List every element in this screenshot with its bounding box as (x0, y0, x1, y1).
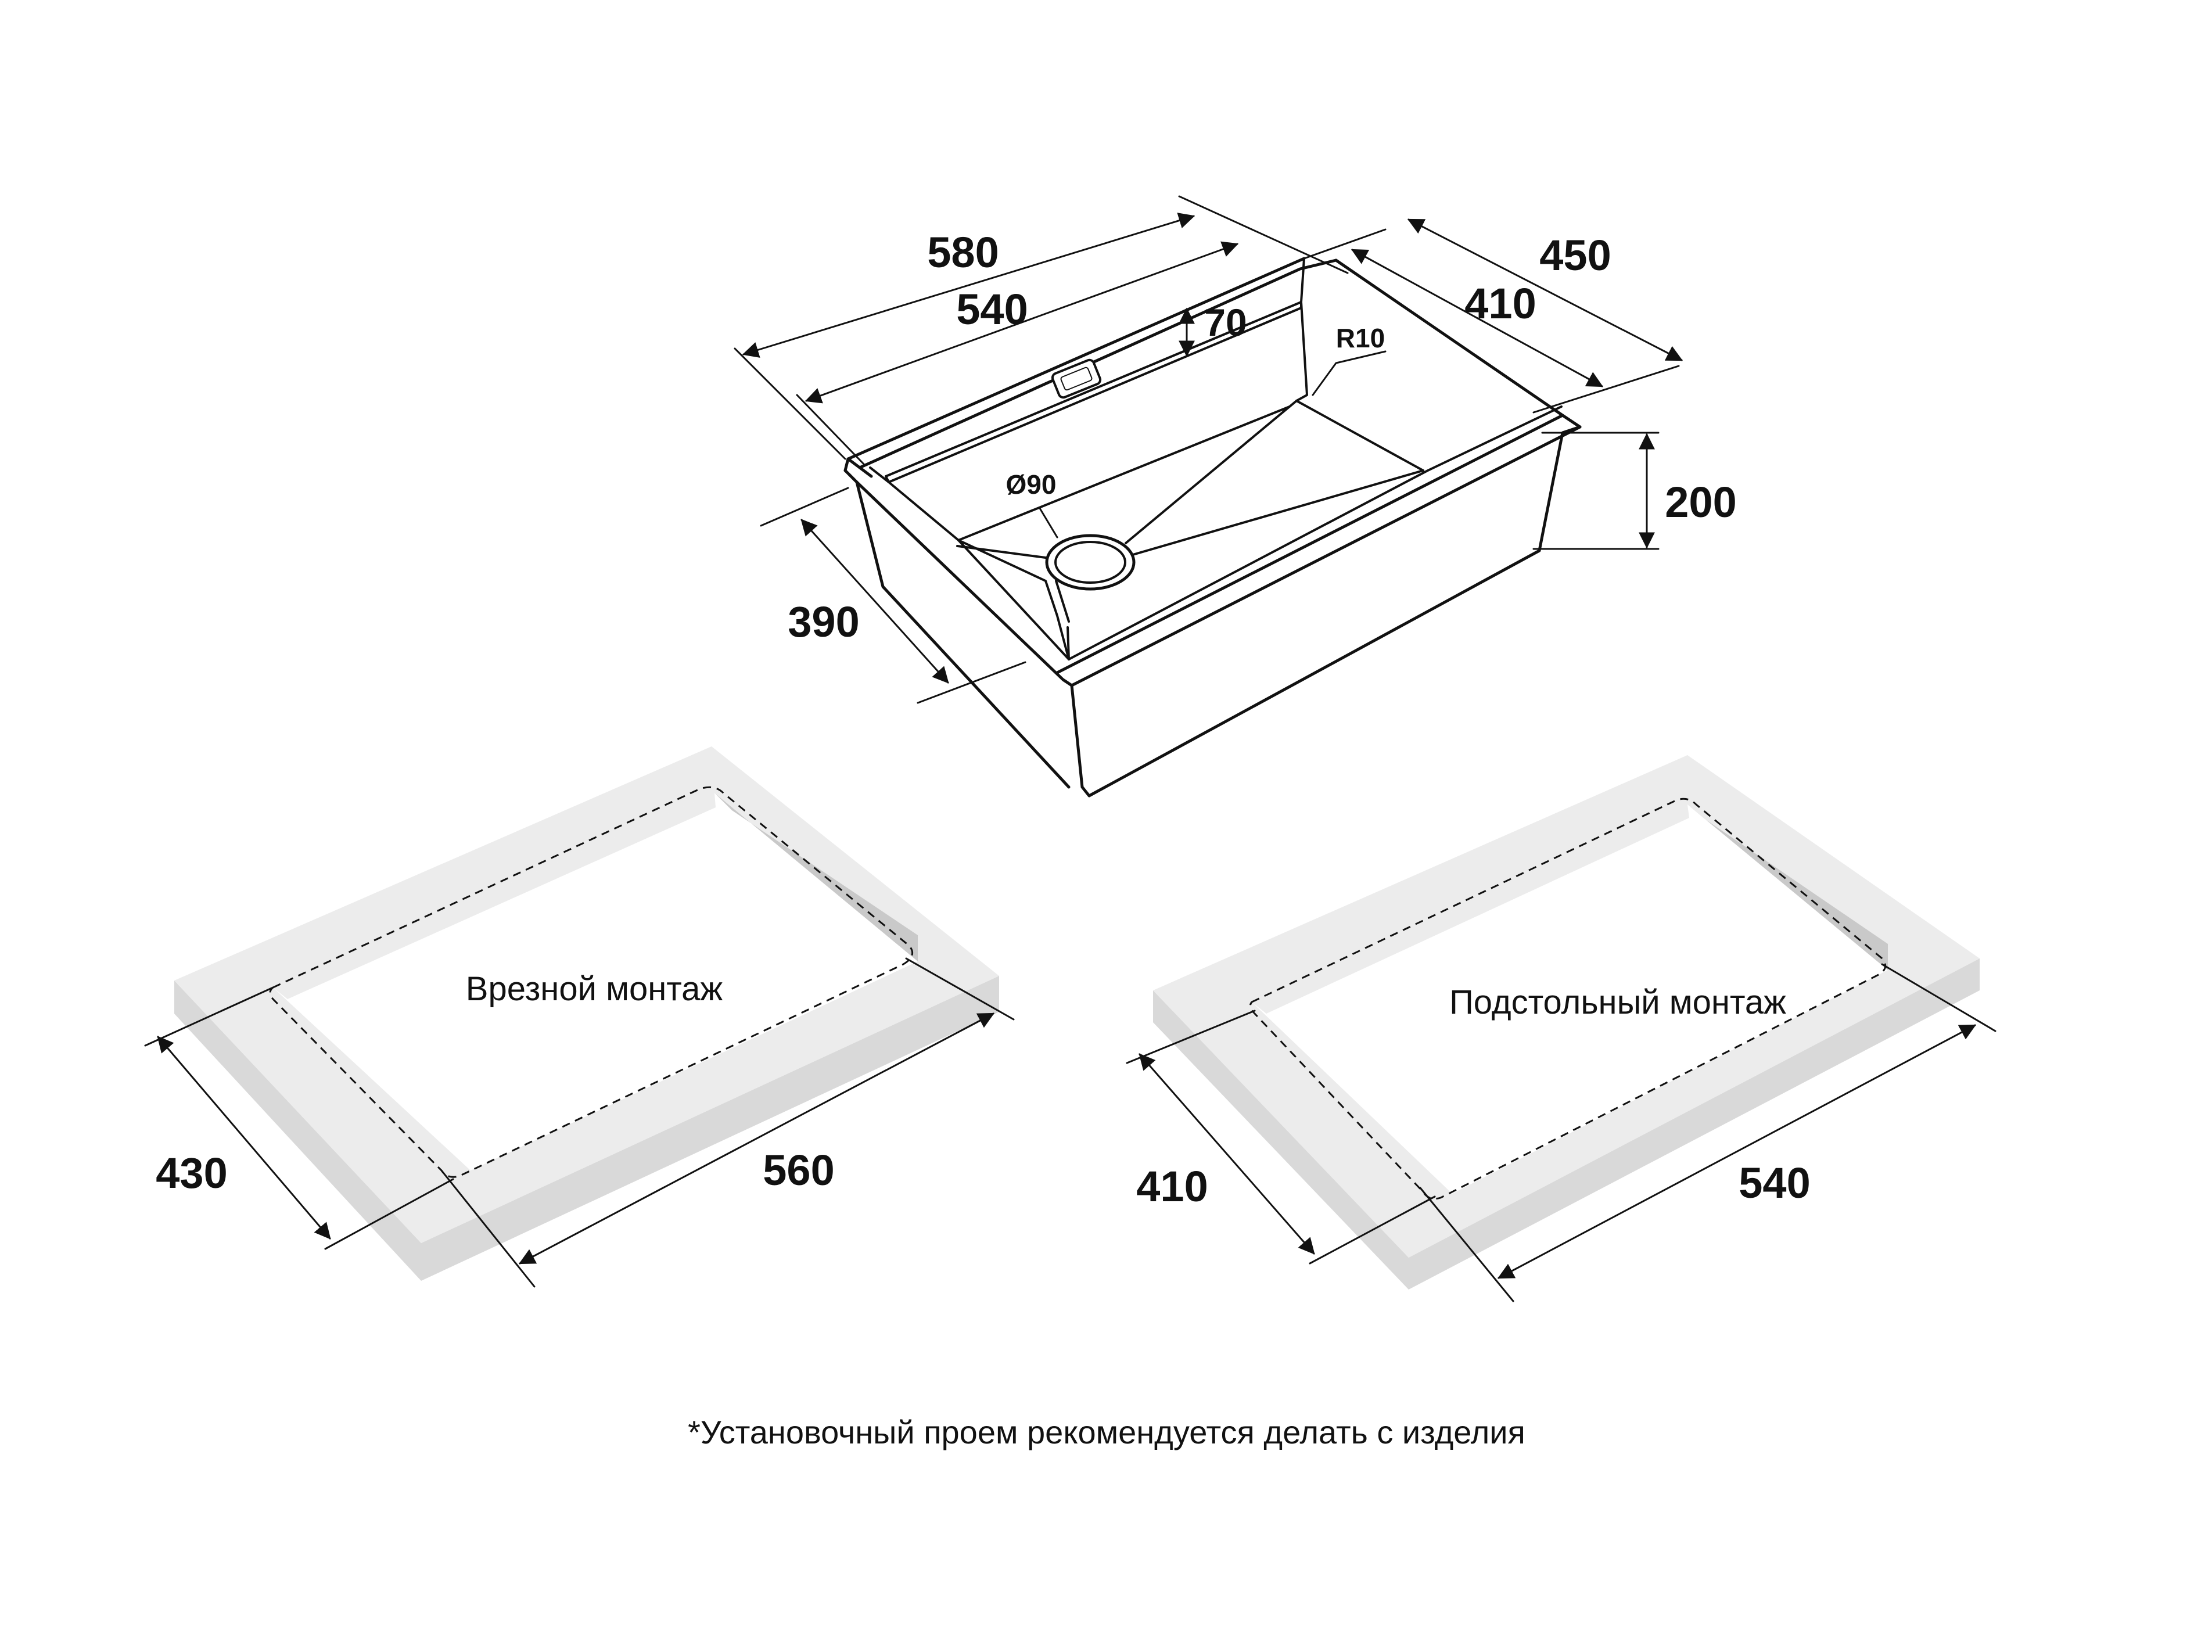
undermount-diagram: Подстольный монтаж 410 540 (1126, 755, 1996, 1302)
dim-drain-90: Ø90 (1006, 469, 1057, 500)
undermount-dims (1126, 963, 1996, 1302)
dim-200: 200 (1665, 478, 1736, 526)
overflow-icon (1051, 358, 1102, 399)
flush-width-430: 430 (156, 1149, 227, 1197)
countertop-panel (174, 746, 999, 1281)
undermount-label: Подстольный монтаж (1449, 983, 1786, 1021)
sink-bowl (869, 257, 1563, 660)
undermount-length-540: 540 (1739, 1159, 1810, 1207)
drain (1045, 534, 1136, 591)
dim-410-sink: 410 (1464, 279, 1536, 328)
countertop-panel (1153, 755, 1980, 1290)
cut-line-dashed (269, 786, 914, 1178)
dim-540-sink: 540 (956, 285, 1028, 333)
flush-mount-diagram: Врезной монтаж 430 560 (144, 746, 1015, 1288)
installation-footnote: *Установочный проем рекомендуется делать… (688, 1414, 1525, 1450)
flush-mount-label: Врезной монтаж (466, 970, 723, 1008)
flush-length-560: 560 (763, 1146, 834, 1194)
sink-dimension-labels: 580 540 450 410 70 R10 200 390 Ø90 (788, 228, 1736, 646)
sink-dimension-lines (734, 195, 1683, 704)
dim-r10: R10 (1336, 323, 1385, 353)
sink-drawing: 580 540 450 410 70 R10 200 390 Ø90 (734, 195, 1737, 798)
dim-580: 580 (927, 228, 999, 276)
dim-390: 390 (788, 598, 859, 646)
dim-450: 450 (1539, 231, 1611, 279)
flush-mount-dims (144, 957, 1015, 1288)
dim-70: 70 (1204, 301, 1247, 344)
undermount-width-410: 410 (1136, 1162, 1208, 1211)
